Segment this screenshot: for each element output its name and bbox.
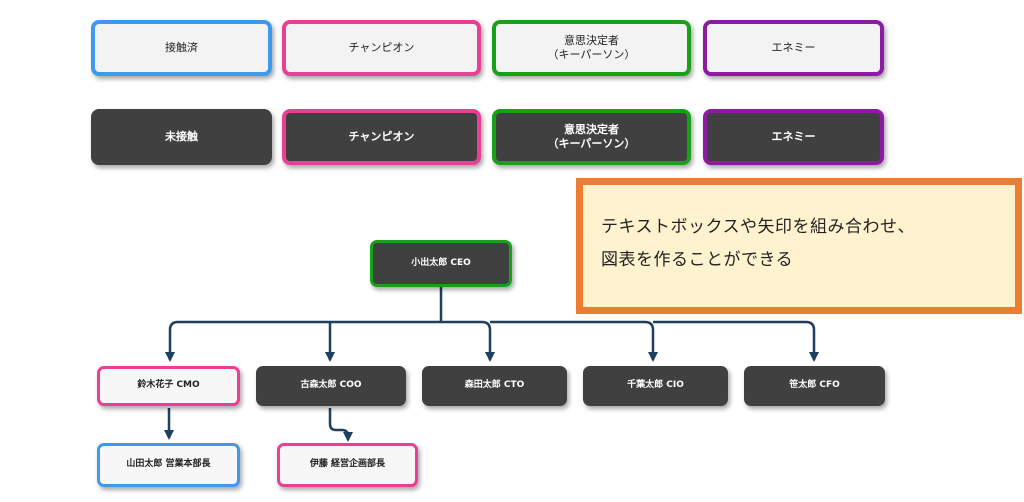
legend-not-contacted: 未接触 (91, 109, 272, 165)
legend-champion: チャンピオン (282, 20, 481, 76)
legend-decision-maker-not-contacted-label: 意思決定者 （キーパーソン） (547, 123, 636, 150)
legend-champion-label: チャンピオン (348, 41, 415, 55)
legend-decision-maker: 意思決定者 （キーパーソン） (492, 20, 691, 76)
connector-ceo-cio (490, 320, 658, 362)
legend-decision-maker-not-contacted: 意思決定者 （キーパーソン） (492, 109, 691, 165)
callout-note: テキストボックスや矢印を組み合わせ、 図表を作ることができる (576, 178, 1022, 314)
legend-champion-not-contacted-label: チャンピオン (348, 130, 415, 144)
callout-line-1: テキストボックスや矢印を組み合わせ、 (601, 217, 915, 237)
connector-ceo-cfo (653, 320, 819, 362)
org-node-coo-label: 古森太郎 COO (300, 380, 362, 391)
org-node-cto: 森田太郎 CTO (422, 366, 567, 406)
org-node-planning-head-label: 伊藤 経営企画部長 (309, 459, 386, 470)
org-node-ceo-label: 小出太郎 CEO (411, 257, 471, 268)
org-node-cto-label: 森田太郎 CTO (464, 380, 525, 391)
org-node-cfo: 笹太郎 CFO (744, 366, 885, 406)
legend-enemy-label: エネミー (771, 41, 816, 55)
org-node-cmo: 鈴木花子 CMO (97, 366, 240, 406)
org-node-cfo-label: 笹太郎 CFO (789, 380, 840, 391)
legend-contacted-label: 接触済 (165, 41, 198, 55)
callout-line-2: 図表を作ることができる (601, 250, 794, 270)
legend-enemy-not-contacted: エネミー (703, 109, 884, 165)
org-node-cio-label: 千葉太郎 CIO (627, 380, 684, 391)
legend-decision-maker-label: 意思決定者 （キーパーソン） (547, 34, 636, 61)
org-node-sales-head-label: 山田太郎 営業本部長 (126, 459, 211, 470)
legend-enemy-not-contacted-label: エネミー (771, 130, 816, 144)
org-node-planning-head: 伊藤 経営企画部長 (277, 443, 418, 487)
connector-coo-planning (328, 408, 353, 442)
org-node-ceo: 小出太郎 CEO (370, 240, 512, 287)
org-node-coo: 古森太郎 COO (256, 366, 406, 406)
connector-ceo-cmo (165, 320, 441, 362)
legend-contacted: 接触済 (91, 20, 272, 76)
org-node-cmo-label: 鈴木花子 CMO (137, 380, 200, 391)
legend-not-contacted-label: 未接触 (165, 130, 198, 144)
connector-ceo-cto (441, 320, 495, 362)
org-node-cio: 千葉太郎 CIO (583, 366, 728, 406)
legend-enemy: エネミー (703, 20, 884, 76)
org-node-sales-head: 山田太郎 営業本部長 (97, 443, 240, 487)
legend-champion-not-contacted: チャンピオン (282, 109, 481, 165)
